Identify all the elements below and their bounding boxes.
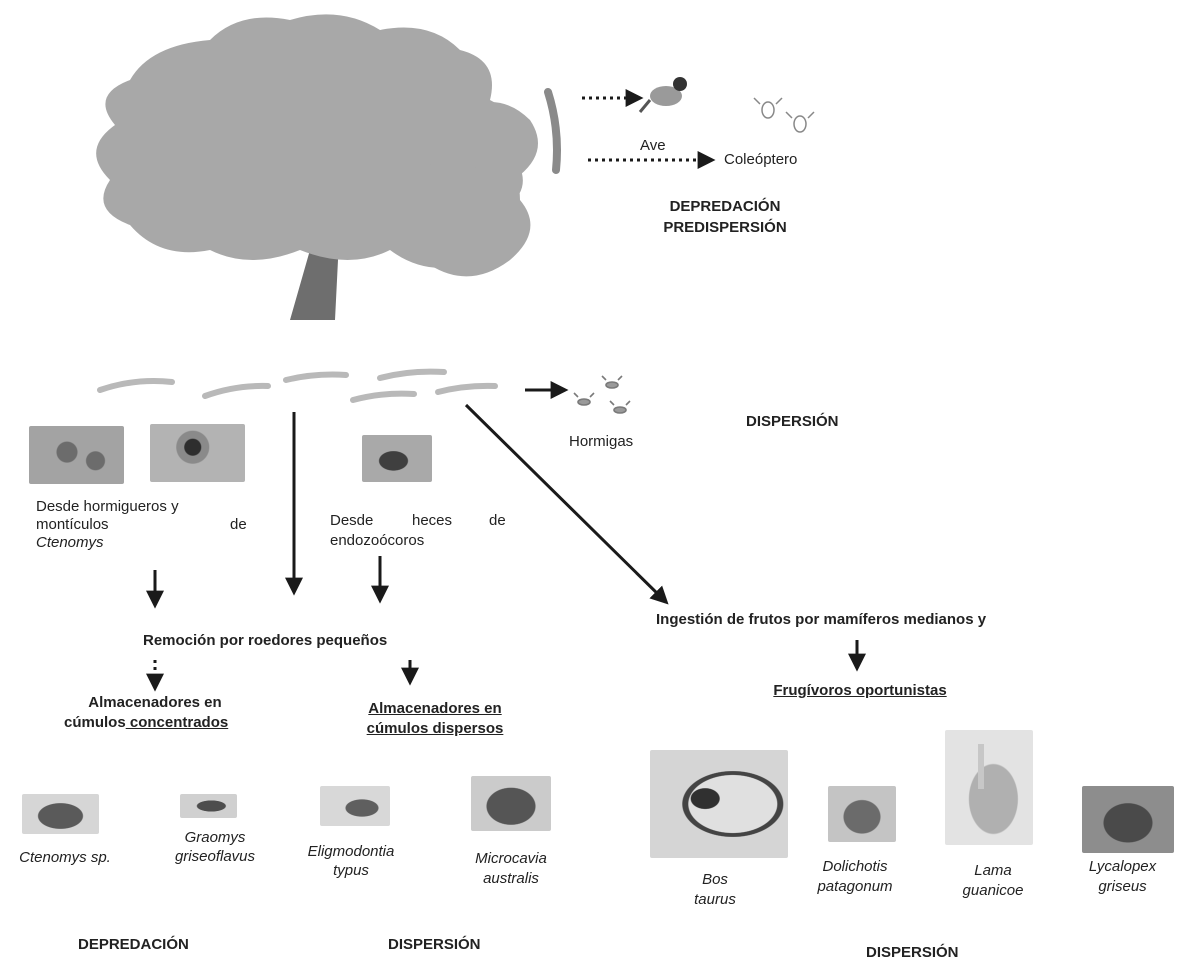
species-eligmodontia-line2: typus [333,862,369,879]
species-lycalopex-line1: Lycalopex [1088,858,1157,875]
rodent-dispersal-footer: DISPERSIÓN [388,936,481,953]
concentrated-cache-line1: Almacenadores en [88,694,222,711]
species-graomys-line1: Graomys [184,829,246,846]
concentrated-cache-word1: cúmulos [64,714,126,731]
rodent-predation-footer: DEPREDACIÓN [78,936,189,953]
predispersal-predation-heading-line2: PREDISPERSIÓN [663,219,787,236]
predispersal-predation-heading-line1: DEPREDACIÓN [669,198,781,215]
species-eligmodontia-line1: Eligmodontia [307,843,395,860]
ctenomys-photo [22,794,99,834]
bos-taurus-photo [650,750,788,858]
species-graomys-line2: griseoflavus [174,848,256,865]
beetle-icon [753,97,815,133]
lycalopex-photo [1082,786,1174,853]
concentrated-cache-line2: cúmulos concentrados [64,714,228,731]
arrow-seeds-to-ingestion [464,403,669,605]
species-ctenomys: Ctenomys sp. [19,849,111,866]
tree-canopy [399,162,531,277]
mammal-dispersal-footer: DISPERSIÓN [866,944,959,961]
lama-guanicoe-photo [945,730,1033,845]
opportunistic-frugivores-label: Frugívoros oportunistas [773,682,947,699]
species-microcavia-line2: australis [483,870,539,887]
species-lama-line2: guanicoe [962,882,1024,899]
feces-source-line2: endozoócoros [330,532,425,549]
mammal-ingestion-label: Ingestión de frutos por mamíferos median… [656,611,987,628]
ground-seeds [97,368,498,403]
eligmodontia-photo [320,786,390,826]
anthill-source-line3: Ctenomys [36,534,104,551]
graomys-photo [180,794,237,818]
bird-icon [638,77,687,113]
species-bos-line1: Bos [702,871,728,888]
feces-source-word1: Desde [330,512,374,529]
feces-source-word2: heces [412,512,453,529]
dispersed-cache-line2: cúmulos dispersos [366,720,504,737]
species-lycalopex-line2: griseus [1098,878,1147,895]
anthill-source-line1: Desde hormigueros y [36,498,179,515]
tree-canopy [460,102,538,180]
dolichotis-photo [828,786,896,842]
species-dolichotis-line2: patagonum [817,878,893,895]
ants-label: Hormigas [569,433,634,450]
anthill-photo-1 [29,426,124,484]
tree-illustration [96,14,538,320]
anthill-source-line2a: montículos [36,516,109,533]
species-dolichotis-line1: Dolichotis [822,858,888,875]
ant-dispersal-heading: DISPERSIÓN [746,413,839,430]
species-microcavia-line1: Microcavia [475,850,547,867]
tree-trunk [290,200,340,320]
species-lama-line1: Lama [974,862,1012,879]
microcavia-photo [471,776,551,831]
beetle-label: Coleóptero [724,151,798,168]
species-bos-line2: taurus [694,891,736,908]
ants-icon [573,375,631,414]
feces-source-word3: de [489,512,506,529]
feces-photo [362,435,432,482]
bird-label: Ave [640,137,666,154]
concentrated-cache-word2: concentrados [125,714,229,731]
anthill-source-line2b: de [230,516,247,533]
rodent-removal-label: Remoción por roedores pequeños [143,632,388,649]
seed-pod-hanging [544,88,561,174]
dispersed-cache-line1: Almacenadores en [368,700,502,717]
burrow-photo [150,424,245,482]
